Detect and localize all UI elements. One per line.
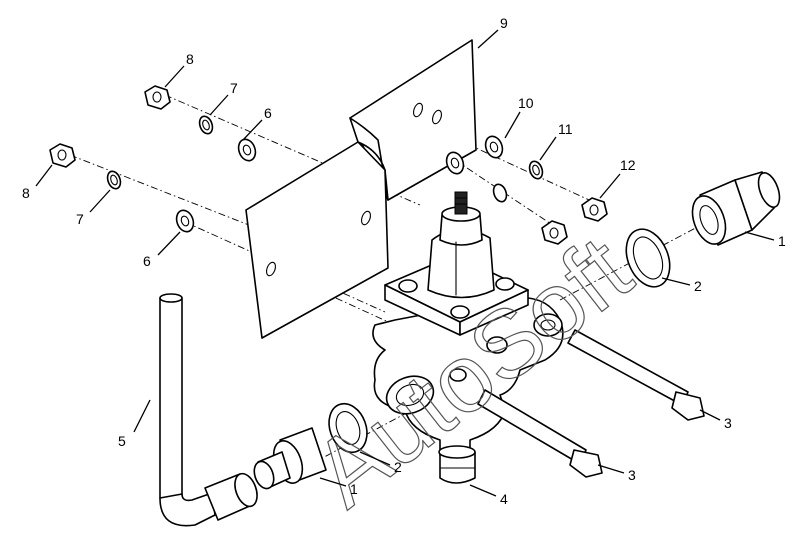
callout-8-upper: 8 (186, 51, 194, 67)
callout-4: 4 (500, 491, 508, 507)
callout-11: 11 (558, 121, 573, 137)
callout-12: 12 (620, 157, 636, 173)
callout-2-right: 2 (694, 278, 702, 294)
callout-6-upper: 6 (264, 105, 272, 121)
callout-8-lower: 8 (22, 185, 30, 201)
callout-6-lower: 6 (143, 253, 151, 269)
fitting-left (253, 427, 327, 490)
long-bolts (477, 329, 705, 478)
callout-1-right: 1 (778, 233, 786, 249)
valve-body (372, 296, 564, 484)
hardware-stack-lower (49, 143, 195, 233)
callout-10: 10 (518, 95, 534, 111)
mounting-bracket (245, 39, 477, 339)
hose-assembly (159, 293, 258, 527)
seal-ring-left (328, 402, 368, 454)
fitting-right (691, 171, 781, 246)
callout-labels: 1 1 2 2 3 3 4 5 6 6 7 7 8 8 9 10 11 12 (22, 15, 786, 507)
callout-3-lower: 3 (628, 467, 636, 483)
callout-5: 5 (118, 433, 126, 449)
callout-9: 9 (500, 15, 508, 31)
leader-lines (35, 29, 775, 497)
callout-2-left: 2 (394, 459, 402, 475)
hardware-stack-upper (144, 85, 257, 162)
callout-1-left: 1 (350, 481, 358, 497)
callout-3-upper: 3 (724, 415, 732, 431)
seal-ring-right (625, 228, 671, 288)
callout-7-lower: 7 (76, 211, 84, 227)
valve-cover (384, 191, 529, 336)
callout-7-upper: 7 (230, 80, 238, 96)
hardware-stack-right (445, 135, 608, 245)
